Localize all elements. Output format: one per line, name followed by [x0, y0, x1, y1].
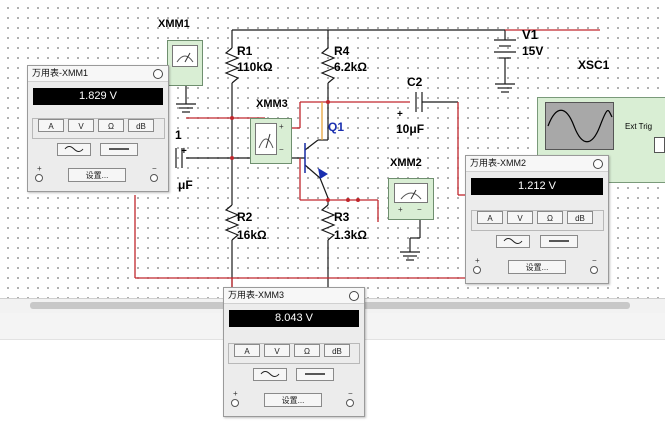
xmm1-dc-button[interactable]	[100, 143, 138, 156]
c1-plus-sign: +	[181, 146, 187, 157]
xmm2-symbol[interactable]: + −	[388, 178, 434, 220]
xmm3-minus-terminal[interactable]: −	[279, 145, 284, 154]
xmm1-ac-button[interactable]	[57, 143, 91, 156]
ac-wave-icon	[64, 146, 84, 152]
xmm2-signal-buttons	[474, 235, 599, 248]
xmm2-ohm-button[interactable]: Ω	[537, 211, 563, 224]
dc-line-icon	[549, 240, 569, 242]
xmm1-panel-plus: +	[37, 164, 42, 173]
xmm3-dc-button[interactable]	[296, 368, 334, 381]
r4-value-label: 6.2kΩ	[334, 60, 367, 74]
xmm1-signal-buttons	[36, 143, 161, 156]
q1-label: Q1	[328, 120, 345, 134]
xmm1-ampere-button[interactable]: A	[38, 119, 64, 132]
xmm1-title: 万用表-XMM1	[28, 66, 168, 82]
xmm1-volt-button[interactable]: V	[68, 119, 94, 132]
xmm1-meter-panel[interactable]: 万用表-XMM1 1.829 V A V Ω dB 设置... + −	[27, 65, 169, 192]
xmm2-settings-button[interactable]: 设置...	[508, 260, 566, 274]
xmm3-title: 万用表-XMM3	[224, 288, 364, 304]
xmm2-mode-buttons: A V Ω dB	[471, 210, 604, 231]
xmm1-db-button[interactable]: dB	[128, 119, 154, 132]
r4-name-label: R4	[334, 44, 350, 58]
xmm1-panel-plus-terminal[interactable]	[35, 174, 43, 182]
r1-value-label: 110kΩ	[237, 60, 273, 74]
xmm3-label: XMM3	[256, 98, 288, 110]
xmm2-title: 万用表-XMM2	[466, 156, 608, 172]
ext-trig-terminal[interactable]	[654, 137, 665, 153]
v1-value-label: 15V	[522, 44, 544, 58]
xmm1-reading-display: 1.829 V	[33, 88, 163, 105]
xmm3-close-icon[interactable]	[349, 291, 359, 301]
r2-value-label: 16kΩ	[237, 228, 267, 242]
xmm3-panel-minus: −	[348, 389, 353, 398]
xmm1-settings-button[interactable]: 设置...	[68, 168, 126, 182]
xmm2-plus-terminal[interactable]: +	[398, 205, 403, 214]
xmm2-volt-button[interactable]: V	[507, 211, 533, 224]
xmm3-meter-panel[interactable]: 万用表-XMM3 8.043 V A V Ω dB 设置... + −	[223, 287, 365, 417]
xmm1-label: XMM1	[158, 18, 190, 30]
c2-plus-sign: +	[397, 109, 403, 120]
xmm2-panel-minus: −	[592, 256, 597, 265]
circuit-wiring[interactable]	[0, 0, 665, 298]
c1-value-fragment: μF	[178, 178, 193, 192]
xmm3-db-button[interactable]: dB	[324, 344, 350, 357]
r3-name-label: R3	[334, 210, 350, 224]
xmm2-panel-plus: +	[475, 256, 480, 265]
xmm3-panel-plus-terminal[interactable]	[231, 399, 239, 407]
schematic-canvas[interactable]: XMM1 R1 110kΩ R4 6.2kΩ V1 15V XSC1 C2 10…	[0, 0, 665, 298]
xmm2-dc-button[interactable]	[540, 235, 578, 248]
xmm2-db-button[interactable]: dB	[567, 211, 593, 224]
oscilloscope-screen-icon	[545, 102, 614, 150]
xmm2-panel-minus-terminal[interactable]	[590, 266, 598, 274]
r2-name-label: R2	[237, 210, 253, 224]
ac-wave-icon	[260, 371, 280, 377]
xmm3-mode-buttons: A V Ω dB	[228, 343, 360, 364]
xmm3-ampere-button[interactable]: A	[234, 344, 260, 357]
xmm3-settings-button[interactable]: 设置...	[264, 393, 322, 407]
xmm1-panel-minus: −	[152, 164, 157, 173]
r3-value-label: 1.3kΩ	[334, 228, 367, 242]
xmm3-plus-terminal[interactable]: +	[279, 122, 284, 131]
c2-name-label: C2	[407, 75, 423, 89]
xmm3-panel-minus-terminal[interactable]	[346, 399, 354, 407]
xmm1-mode-buttons: A V Ω dB	[32, 118, 165, 139]
xmm1-ohm-button[interactable]: Ω	[98, 119, 124, 132]
c2-value-label: 10μF	[396, 122, 425, 136]
xmm3-ac-button[interactable]	[253, 368, 287, 381]
c1-name-fragment: 1	[175, 128, 182, 142]
xmm1-panel-minus-terminal[interactable]	[150, 174, 158, 182]
xmm2-dial-icon	[394, 183, 428, 203]
xsc1-label: XSC1	[578, 58, 610, 72]
xmm1-close-icon[interactable]	[153, 69, 163, 79]
xmm3-symbol[interactable]: + −	[250, 118, 292, 164]
xmm2-ac-button[interactable]	[496, 235, 530, 248]
xmm2-label: XMM2	[390, 157, 422, 169]
xmm2-ampere-button[interactable]: A	[477, 211, 503, 224]
xmm1-dial-icon	[172, 45, 198, 67]
xmm2-reading-display: 1.212 V	[471, 178, 603, 195]
xmm3-panel-plus: +	[233, 389, 238, 398]
xmm2-meter-panel[interactable]: 万用表-XMM2 1.212 V A V Ω dB 设置... + −	[465, 155, 609, 284]
xmm3-volt-button[interactable]: V	[264, 344, 290, 357]
xmm3-signal-buttons	[232, 368, 357, 381]
xmm2-minus-terminal[interactable]: −	[417, 205, 422, 214]
r1-name-label: R1	[237, 44, 253, 58]
xmm3-ohm-button[interactable]: Ω	[294, 344, 320, 357]
xmm2-close-icon[interactable]	[593, 159, 603, 169]
ext-trig-label: Ext Trig	[625, 122, 653, 131]
xmm2-panel-plus-terminal[interactable]	[473, 266, 481, 274]
dc-line-icon	[305, 373, 325, 375]
ac-wave-icon	[503, 238, 523, 244]
v1-name-label: V1	[522, 27, 538, 42]
xmm3-reading-display: 8.043 V	[229, 310, 359, 327]
xmm1-symbol[interactable]	[167, 40, 203, 86]
xmm3-dial-icon	[255, 123, 277, 155]
dc-line-icon	[109, 148, 129, 150]
